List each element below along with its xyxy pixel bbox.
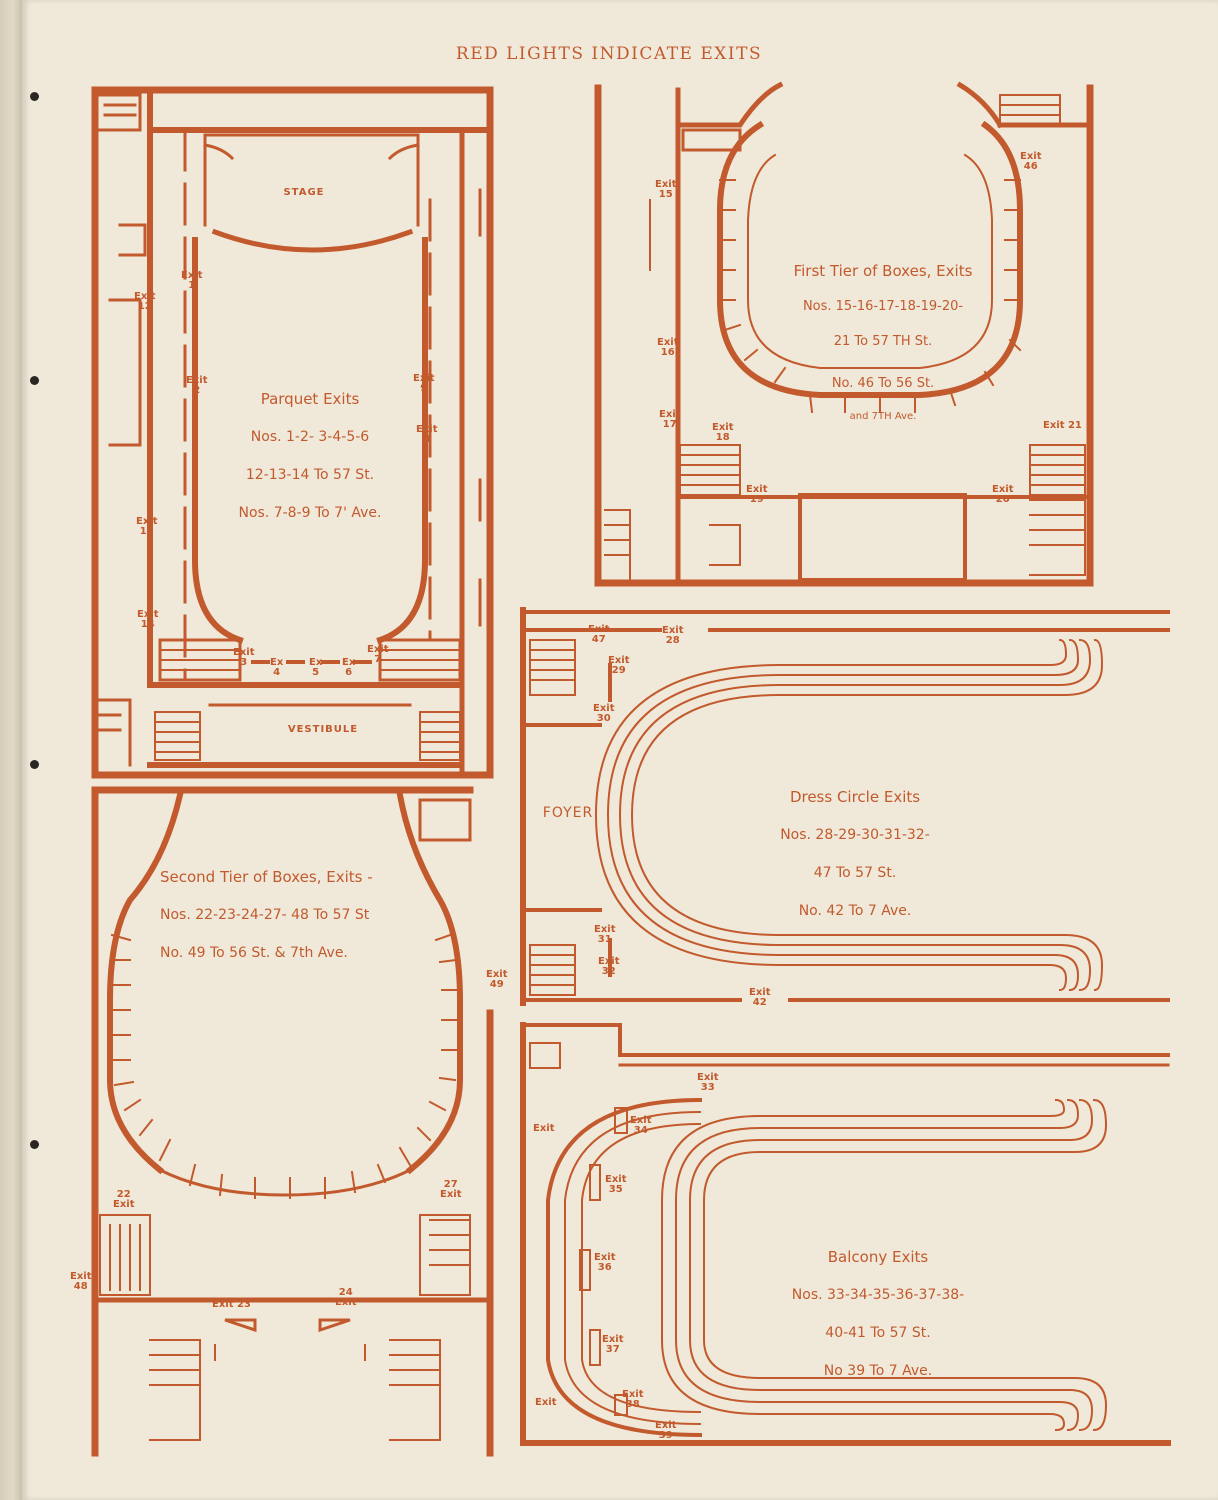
exit-label: Exit 18: [712, 422, 734, 443]
foyer-label: FOYER: [542, 805, 594, 821]
exit-label: Exit 29: [608, 655, 630, 676]
exit-label: Ex 4: [270, 657, 284, 678]
parquet-line: 12-13-14 To 57 St.: [245, 466, 375, 483]
exit-label: Exit 39: [655, 1420, 677, 1441]
exit-label: Exit 2: [186, 375, 208, 396]
binding-hole: [30, 760, 39, 769]
second-tier-line: Nos. 22-23-24-27- 48 To 57 St: [160, 907, 370, 924]
exit-label: Exit 31: [594, 924, 616, 945]
exit-label: 24 Exit: [335, 1287, 357, 1308]
binding-hole: [30, 92, 39, 101]
first-tier-plan: [594, 81, 1094, 587]
first-tier-line: and 7TH Ave.: [849, 410, 917, 422]
exit-label: Exit 30: [593, 703, 615, 724]
exit-label: 27 Exit: [440, 1179, 462, 1200]
exit-label: Exit 12: [134, 291, 156, 312]
exit-label: Exit 42: [749, 987, 771, 1008]
exit-label: Exit 33: [697, 1072, 719, 1093]
exit-label: Exit: [535, 1397, 557, 1408]
exit-label: 22 Exit: [113, 1189, 135, 1210]
balcony-heading: Balcony Exits: [827, 1247, 929, 1266]
exit-label: Exit 8: [416, 424, 438, 445]
dress-circle-plan: [520, 607, 1170, 1006]
dress-circle-line: 47 To 57 St.: [813, 864, 897, 881]
exit-label: Exit 1: [181, 270, 203, 291]
exit-label: Exit 16: [657, 337, 679, 358]
parquet-line: Nos. 7-8-9 To 7' Ave.: [238, 504, 382, 521]
dress-circle-heading: Dress Circle Exits: [789, 787, 921, 806]
exit-label: Exit 32: [598, 956, 620, 977]
parquet-plan: [91, 86, 494, 779]
exit-label: Ex 6: [342, 657, 356, 678]
first-tier-title: First Tier of Boxes, Exits Nos. 15-16-17…: [778, 243, 988, 441]
second-tier-plan: [91, 786, 494, 1457]
exit-label: Exit 17: [659, 409, 681, 430]
exit-label: Exit 48: [70, 1271, 92, 1292]
exit-label: Exit 47: [588, 624, 610, 645]
exit-label: Exit: [533, 1123, 555, 1134]
dress-circle-line: Nos. 28-29-30-31-32-: [780, 827, 930, 844]
exit-label: Exit 49: [486, 969, 508, 990]
balcony-line: No 39 To 7 Ave.: [823, 1362, 933, 1379]
first-tier-line: Nos. 15-16-17-18-19-20-: [802, 299, 964, 315]
exit-label: Exit 7: [367, 644, 389, 665]
first-tier-line: No. 46 To 56 St.: [831, 375, 935, 391]
parquet-heading: Parquet Exits: [260, 389, 360, 408]
binding-strip: [0, 0, 22, 1500]
exit-label: Exit 9: [413, 373, 435, 394]
exit-label: Exit 19: [746, 484, 768, 505]
exit-label: Exit 14: [137, 609, 159, 630]
parquet-title: Parquet Exits Nos. 1-2- 3-4-5-6 12-13-14…: [200, 370, 420, 541]
exit-label: Exit 15: [655, 179, 677, 200]
exit-label: Exit 36: [594, 1252, 616, 1273]
exit-label: Exit 34: [630, 1115, 652, 1136]
vestibule-label: VESTIBULE: [287, 724, 359, 735]
dress-circle-line: No. 42 To 7 Ave.: [798, 902, 912, 919]
exit-label: Ex 5: [309, 657, 323, 678]
balcony-line: Nos. 33-34-35-36-37-38-: [791, 1287, 965, 1304]
exit-label: Exit 20: [992, 484, 1014, 505]
binding-hole: [30, 1140, 39, 1149]
balcony-title: Balcony Exits Nos. 33-34-35-36-37-38- 40…: [768, 1228, 988, 1399]
first-tier-line: 21 To 57 TH St.: [833, 334, 933, 350]
second-tier-title: Second Tier of Boxes, Exits - Nos. 22-23…: [160, 848, 420, 982]
balcony-plan: [520, 1022, 1171, 1446]
exit-label: Exit 38: [622, 1389, 644, 1410]
binding-hole: [30, 376, 39, 385]
exit-label: Exit 35: [605, 1174, 627, 1195]
parquet-line: Nos. 1-2- 3-4-5-6: [250, 429, 370, 446]
dress-circle-title: Dress Circle Exits Nos. 28-29-30-31-32- …: [745, 768, 965, 939]
stage-label: STAGE: [283, 187, 325, 198]
exit-label: Exit 3: [233, 647, 255, 668]
second-tier-heading: Second Tier of Boxes, Exits -: [160, 867, 373, 886]
exit-label: Exit 13: [136, 516, 158, 537]
first-tier-heading: First Tier of Boxes, Exits: [793, 261, 973, 280]
exit-label: Exit 23: [212, 1299, 251, 1310]
exit-label: Exit 37: [602, 1334, 624, 1355]
exit-label: Exit 28: [662, 625, 684, 646]
balcony-line: 40-41 To 57 St.: [825, 1324, 931, 1341]
second-tier-line: No. 49 To 56 St. & 7th Ave.: [160, 944, 348, 961]
exit-label: Exit 21: [1043, 420, 1082, 431]
page-header: RED LIGHTS INDICATE EXITS: [455, 44, 763, 64]
exit-label: Exit 46: [1020, 151, 1042, 172]
